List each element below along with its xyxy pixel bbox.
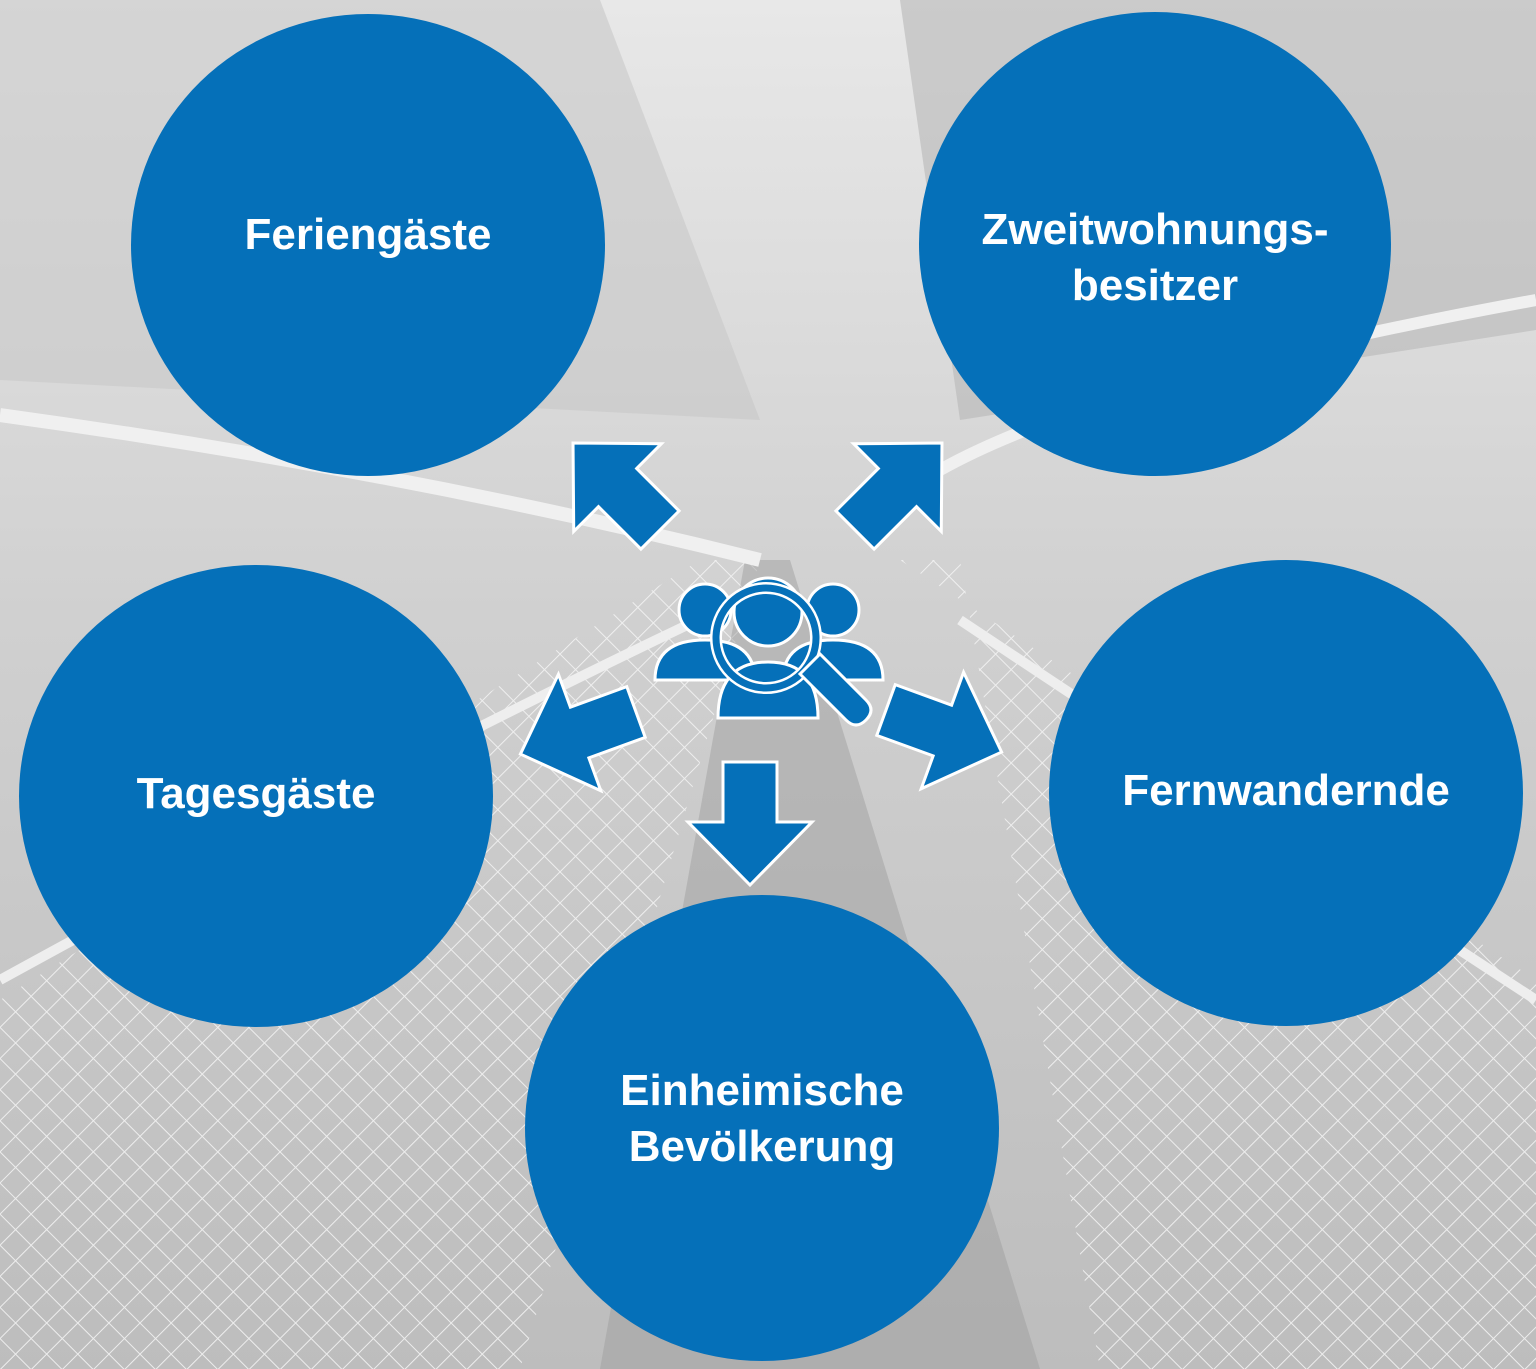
- node-tagesgaeste-label: Tagesgäste: [136, 769, 376, 818]
- node-zweitwohnungsbesitzer-label-line1: Zweitwohnungs-: [981, 205, 1329, 254]
- node-tagesgaeste: Tagesgäste: [19, 565, 493, 1027]
- node-zweitwohnungsbesitzer: Zweitwohnungs- besitzer: [919, 12, 1391, 476]
- node-fernwandernde: Fernwandernde: [1049, 560, 1523, 1026]
- node-feriengaeste-label: Feriengäste: [244, 210, 492, 259]
- node-feriengaeste: Feriengäste: [131, 14, 605, 476]
- node-einheimische-label-line2: Bevölkerung: [628, 1122, 896, 1171]
- node-fernwandernde-label: Fernwandernde: [1122, 766, 1450, 815]
- node-einheimische-label-line1: Einheimische: [620, 1066, 904, 1115]
- node-einheimische-bevoelkerung: Einheimische Bevölkerung: [525, 895, 999, 1361]
- node-zweitwohnungsbesitzer-label-line2: besitzer: [1071, 261, 1239, 310]
